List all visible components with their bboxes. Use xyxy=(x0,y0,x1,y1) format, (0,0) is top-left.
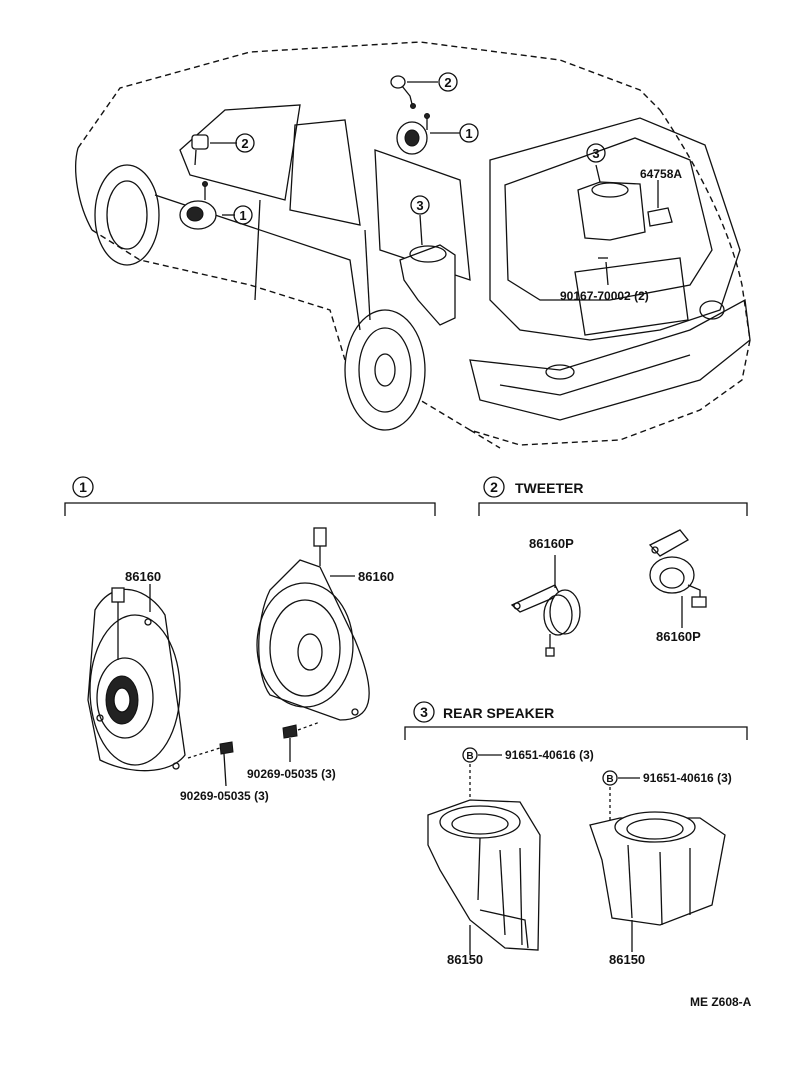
diagram-code: ME Z608-A xyxy=(690,995,752,1009)
car-illustration xyxy=(75,41,751,449)
label-64758A: 64758A xyxy=(640,167,682,181)
section-1-header: 1 xyxy=(64,476,436,516)
svg-text:3: 3 xyxy=(416,198,423,213)
label-90269-05035-right: 90269-05035 (3) xyxy=(247,767,336,781)
front-speaker-left xyxy=(87,584,186,772)
svg-text:TWEETER: TWEETER xyxy=(515,480,583,496)
label-91651-40616-left: 91651-40616 (3) xyxy=(505,748,594,762)
label-90167-70002: 90167-70002 (2) xyxy=(560,289,649,303)
car-callout-1-rear: 1 xyxy=(459,123,479,143)
svg-text:3: 3 xyxy=(420,704,428,720)
svg-text:REAR SPEAKER: REAR SPEAKER xyxy=(443,705,554,721)
section-3-header: 3 REAR SPEAKER xyxy=(404,701,748,740)
car-callout-2-rear: 2 xyxy=(438,72,458,92)
svg-text:3: 3 xyxy=(592,146,599,161)
screw-right xyxy=(282,721,321,762)
svg-text:2: 2 xyxy=(241,136,248,151)
label-86160-left: 86160 xyxy=(125,569,161,584)
label-90269-05035-left: 90269-05035 (3) xyxy=(180,789,269,803)
svg-text:B: B xyxy=(466,751,473,762)
label-91651-40616-right: 91651-40616 (3) xyxy=(643,771,732,785)
rear-speaker-right xyxy=(589,811,726,952)
tweeter-right xyxy=(648,529,707,628)
svg-text:B: B xyxy=(606,774,613,785)
front-speaker-right xyxy=(256,527,370,721)
svg-text:2: 2 xyxy=(490,479,498,495)
svg-text:1: 1 xyxy=(465,126,472,141)
car-callout-3-left: 3 xyxy=(410,195,430,215)
svg-text:1: 1 xyxy=(239,208,246,223)
tweeter-left xyxy=(510,555,581,657)
section-2-header: 2 TWEETER xyxy=(478,476,748,516)
label-86150-right: 86150 xyxy=(609,952,645,967)
car-callout-2-front: 2 xyxy=(235,133,255,153)
label-86160-right: 86160 xyxy=(358,569,394,584)
rear-speaker-left xyxy=(427,799,541,955)
label-86160P-bottom: 86160P xyxy=(656,629,701,644)
clip-marker-right: B xyxy=(602,770,640,822)
svg-text:2: 2 xyxy=(444,75,451,90)
car-callout-3-right: 3 xyxy=(586,143,606,163)
label-86160P-top: 86160P xyxy=(529,536,574,551)
label-86150-left: 86150 xyxy=(447,952,483,967)
svg-text:1: 1 xyxy=(79,479,87,495)
screw-left xyxy=(187,741,234,787)
car-callout-1-front: 1 xyxy=(233,205,253,225)
clip-marker-left: B xyxy=(462,747,502,800)
